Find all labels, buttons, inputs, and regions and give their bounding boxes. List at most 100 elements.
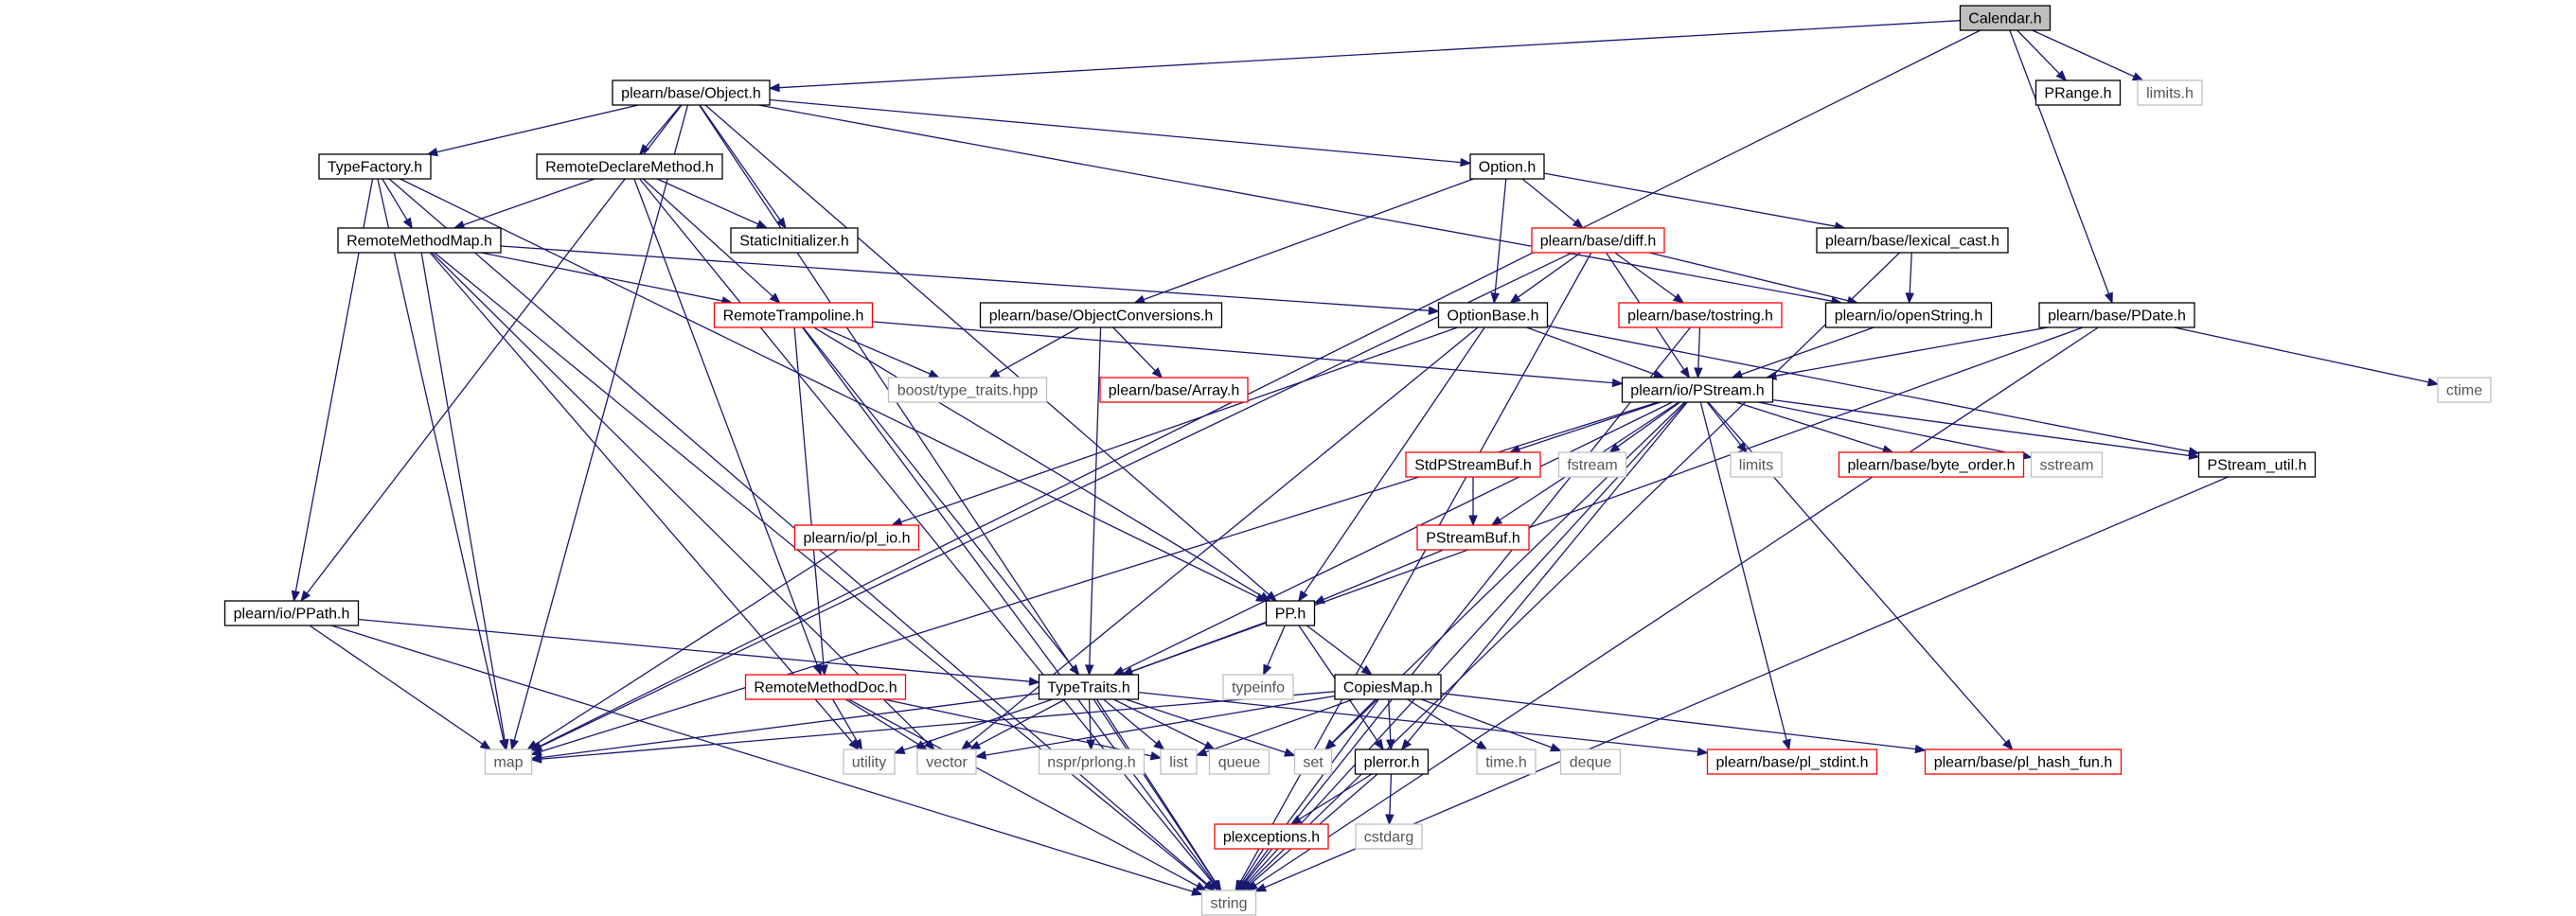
node-box[interactable] bbox=[793, 524, 920, 551]
node-pstreambuf_h[interactable]: PStreamBuf.h bbox=[1416, 524, 1530, 551]
node-box[interactable] bbox=[1557, 451, 1627, 478]
node-limits[interactable]: limits bbox=[1730, 451, 1783, 478]
node-box[interactable] bbox=[612, 79, 771, 106]
node-box[interactable] bbox=[1621, 377, 1774, 403]
node-box[interactable] bbox=[1200, 890, 1257, 916]
node-box[interactable] bbox=[744, 674, 907, 700]
node-box[interactable] bbox=[484, 749, 533, 775]
node-box[interactable] bbox=[2137, 79, 2203, 106]
node-staticinitializer_h[interactable]: StaticInitializer.h bbox=[730, 227, 859, 254]
node-box[interactable] bbox=[1824, 302, 1993, 328]
node-limits_h[interactable]: limits.h bbox=[2137, 79, 2203, 106]
node-box[interactable] bbox=[536, 153, 723, 180]
node-box[interactable] bbox=[223, 600, 360, 626]
node-remotetrampoline_h[interactable]: RemoteTrampoline.h bbox=[713, 302, 874, 328]
node-box[interactable] bbox=[1405, 451, 1541, 478]
node-plearn_io_pstream_h[interactable]: plearn/io/PStream.h bbox=[1621, 377, 1774, 403]
node-plearn_base_pl_stdint_h[interactable]: plearn/base/pl_stdint.h bbox=[1706, 749, 1878, 775]
node-box[interactable] bbox=[1293, 749, 1333, 775]
node-box[interactable] bbox=[713, 302, 874, 328]
node-box[interactable] bbox=[1469, 153, 1545, 180]
node-plexceptions_h[interactable]: plexceptions.h bbox=[1214, 823, 1329, 850]
node-box[interactable] bbox=[843, 749, 896, 775]
node-box[interactable] bbox=[979, 302, 1223, 328]
node-box[interactable] bbox=[916, 749, 977, 775]
node-box[interactable] bbox=[1354, 749, 1430, 775]
node-calendar_h[interactable]: Calendar.h bbox=[1959, 5, 2052, 31]
node-remotemethoddoc_h[interactable]: RemoteMethodDoc.h bbox=[744, 674, 907, 700]
node-box[interactable] bbox=[1160, 749, 1198, 775]
node-nspr_prlong_h[interactable]: nspr/prlong.h bbox=[1038, 749, 1146, 775]
node-box[interactable] bbox=[2034, 79, 2122, 106]
node-box[interactable] bbox=[2030, 451, 2104, 478]
node-box[interactable] bbox=[337, 227, 502, 254]
node-typefactory_h[interactable]: TypeFactory.h bbox=[318, 153, 432, 180]
node-box[interactable] bbox=[1730, 451, 1783, 478]
node-box[interactable] bbox=[1416, 524, 1530, 551]
node-copiesmap_h[interactable]: CopiesMap.h bbox=[1334, 674, 1442, 700]
node-box[interactable] bbox=[1355, 823, 1423, 850]
node-box[interactable] bbox=[1531, 227, 1665, 254]
node-box[interactable] bbox=[1706, 749, 1878, 775]
node-box[interactable] bbox=[1265, 600, 1316, 626]
node-plearn_base_pl_hash_fun_h[interactable]: plearn/base/pl_hash_fun.h bbox=[1924, 749, 2123, 775]
node-box[interactable] bbox=[1099, 377, 1249, 403]
node-box[interactable] bbox=[887, 377, 1048, 403]
node-deque[interactable]: deque bbox=[1559, 749, 1622, 775]
node-option_h[interactable]: Option.h bbox=[1469, 153, 1545, 180]
node-map[interactable]: map bbox=[484, 749, 533, 775]
node-remotemethodmap_h[interactable]: RemoteMethodMap.h bbox=[337, 227, 502, 254]
node-box[interactable] bbox=[318, 153, 432, 180]
node-pstream_util_h[interactable]: PStream_util.h bbox=[2197, 451, 2317, 478]
node-box[interactable] bbox=[1038, 749, 1146, 775]
node-optionbase_h[interactable]: OptionBase.h bbox=[1437, 302, 1549, 328]
node-box[interactable] bbox=[1038, 674, 1140, 700]
node-string[interactable]: string bbox=[1200, 890, 1257, 916]
node-box[interactable] bbox=[2038, 302, 2195, 328]
node-plearn_base_diff_h[interactable]: plearn/base/diff.h bbox=[1531, 227, 1665, 254]
node-box[interactable] bbox=[1334, 674, 1442, 700]
node-plearn_base_array_h[interactable]: plearn/base/Array.h bbox=[1099, 377, 1249, 403]
node-utility[interactable]: utility bbox=[843, 749, 896, 775]
node-box[interactable] bbox=[1476, 749, 1537, 775]
node-prange_h[interactable]: PRange.h bbox=[2034, 79, 2122, 106]
node-box[interactable] bbox=[1816, 227, 2009, 254]
node-box[interactable] bbox=[1618, 302, 1783, 328]
node-pp_h[interactable]: PP.h bbox=[1265, 600, 1316, 626]
node-stdpstreambuf_h[interactable]: StdPStreamBuf.h bbox=[1405, 451, 1541, 478]
node-box[interactable] bbox=[2437, 377, 2492, 403]
node-box[interactable] bbox=[730, 227, 859, 254]
node-box[interactable] bbox=[1214, 823, 1329, 850]
node-remotedeclaremethod_h[interactable]: RemoteDeclareMethod.h bbox=[536, 153, 723, 180]
node-box[interactable] bbox=[1924, 749, 2123, 775]
node-box[interactable] bbox=[1222, 674, 1294, 700]
node-box[interactable] bbox=[1559, 749, 1622, 775]
node-typeinfo[interactable]: typeinfo bbox=[1222, 674, 1294, 700]
node-box[interactable] bbox=[1959, 5, 2052, 31]
node-plearn_io_openstring_h[interactable]: plearn/io/openString.h bbox=[1824, 302, 1993, 328]
node-plearn_base_objectconversions_h[interactable]: plearn/base/ObjectConversions.h bbox=[979, 302, 1223, 328]
node-plearn_base_pdate_h[interactable]: plearn/base/PDate.h bbox=[2038, 302, 2195, 328]
node-box[interactable] bbox=[1838, 451, 2025, 478]
node-ctime[interactable]: ctime bbox=[2437, 377, 2492, 403]
node-plearn_io_ppath_h[interactable]: plearn/io/PPath.h bbox=[223, 600, 360, 626]
node-plearn_io_pl_io_h[interactable]: plearn/io/pl_io.h bbox=[793, 524, 920, 551]
node-queue[interactable]: queue bbox=[1208, 749, 1270, 775]
node-plerror_h[interactable]: plerror.h bbox=[1354, 749, 1430, 775]
node-cstdarg[interactable]: cstdarg bbox=[1355, 823, 1423, 850]
node-fstream[interactable]: fstream bbox=[1557, 451, 1627, 478]
node-boost_type_traits_hpp[interactable]: boost/type_traits.hpp bbox=[887, 377, 1048, 403]
node-box[interactable] bbox=[1208, 749, 1270, 775]
node-plearn_base_byte_order_h[interactable]: plearn/base/byte_order.h bbox=[1838, 451, 2025, 478]
node-plearn_base_tostring_h[interactable]: plearn/base/tostring.h bbox=[1618, 302, 1783, 328]
node-typetraits_h[interactable]: TypeTraits.h bbox=[1038, 674, 1140, 700]
node-plearn_base_lexical_cast_h[interactable]: plearn/base/lexical_cast.h bbox=[1816, 227, 2009, 254]
node-box[interactable] bbox=[1437, 302, 1549, 328]
node-list[interactable]: list bbox=[1160, 749, 1198, 775]
node-plearn_base_object_h[interactable]: plearn/base/Object.h bbox=[612, 79, 771, 106]
node-sstream[interactable]: sstream bbox=[2030, 451, 2104, 478]
node-set[interactable]: set bbox=[1293, 749, 1333, 775]
node-time_h[interactable]: time.h bbox=[1476, 749, 1537, 775]
node-box[interactable] bbox=[2197, 451, 2317, 478]
node-vector[interactable]: vector bbox=[916, 749, 977, 775]
